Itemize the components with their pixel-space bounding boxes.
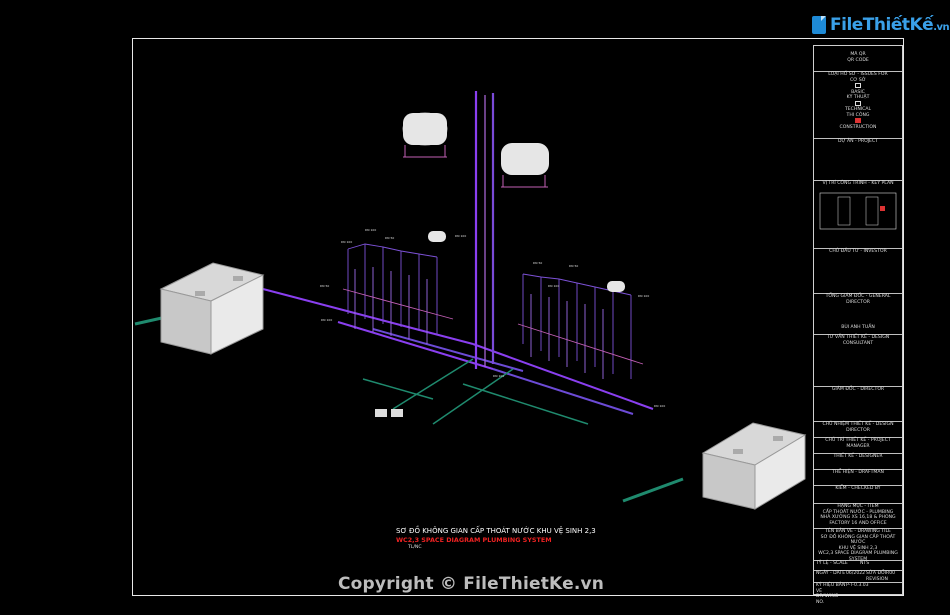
consultant-cell: TƯ VẤN THIẾT KẾ - DESIGN CONSULTANT [814,334,902,387]
drawing-title-vn: SƠ ĐỒ KHÔNG GIAN CẤP THOÁT NƯỚC KHU VỆ S… [396,527,596,535]
designer-cell: THIẾT KẾ - DESIGNER [814,453,902,470]
key-plan-image [819,192,897,229]
person-name: BÙI ANH TUẤN [841,325,875,330]
project-label: DỰ ÁN - PROJECT [838,139,878,144]
cylinder-small-2 [607,281,625,292]
svg-text:DN 100: DN 100 [493,374,504,378]
category-label: HẠNG MỤC - ITEM CẤP THOÁT NƯỚC - PLUMBIN… [820,504,896,526]
svg-text:DN 100: DN 100 [455,234,466,238]
plumbing-diagram: DN 100 DN 50 DN 100 DN 100 DN 50 DN 100 DN … [134,91,807,510]
scale-label: TỶ LỆ - SCALE [816,561,848,566]
scale-value: NTS [860,561,870,566]
fixture-stacks-right [517,273,644,379]
svg-text:DN 100: DN 100 [548,284,559,288]
drawing-scale: TL/NC [408,545,422,550]
water-heater-1 [402,112,448,158]
svg-text:DN 100: DN 100 [365,228,376,232]
general-director-label: TỔNG GIÁM ĐỐC - GENERAL DIRECTOR [825,294,891,305]
file-icon [812,16,826,34]
design-director-cell: CHỦ NHIỆM THIẾT KẾ - DESIGN DIRECTOR [814,421,902,438]
svg-text:DN 50: DN 50 [385,236,394,240]
director-label: GIÁM ĐỐC - DIRECTOR [831,387,885,392]
filethietke-logo[interactable]: FileThiếtKế.vn [812,12,950,38]
general-director-cell: TỔNG GIÁM ĐỐC - GENERAL DIRECTOR BÙI ANH … [814,293,902,330]
title-block: MÃ QR QR CODE LOẠI HỒ SƠ - ISSUES FOR CƠ… [813,45,903,605]
drawing-title-en: WC2,3 SPACE DIAGRAM PLUMBING SYSTEM [396,536,552,544]
logo-text: FileThiếtKế [830,15,934,35]
design-director-label: CHỦ NHIỆM THIẾT KẾ - DESIGN DIRECTOR [822,422,894,433]
designer-label: THIẾT KẾ - DESIGNER [833,454,883,459]
cylinder-small-1 [428,231,446,242]
qr-label: MÃ QR QR CODE [847,52,869,63]
drawing-no-cell: KÝ HIỆU BẢN VẼ DRAWING NO.P-T-0.3.03 [814,582,902,605]
pipe-labels: DN 100 DN 50 DN 100 DN 100 DN 50 DN 100 DN … [320,228,665,408]
scale-cell: TỶ LỆ - SCALE NTS [814,560,902,571]
key-plan-cell: VỊ TRÍ CÔNG TRÌNH - KEY PLAN [814,180,902,249]
septic-tank-left [159,262,265,355]
date-value: 06/2022 [846,571,866,576]
date-cell: NGÀY - DATE06/2022SỬA ĐỔI REVISIONR00 [814,570,902,583]
septic-tank-right [701,422,807,510]
investor-cell: CHỦ ĐẦU TƯ - INVESTOR [814,248,902,294]
drawing-frame: DN 100 DN 50 DN 100 DN 100 DN 50 DN 100 DN … [132,38,904,596]
drawing-name-label: TÊN BẢN VẼ - DRAWING TILE SƠ ĐỒ KHÔNG GI… [818,529,898,562]
qr-cell: MÃ QR QR CODE [814,46,902,71]
svg-text:DN 100: DN 100 [341,240,352,244]
key-plan-label: VỊ TRÍ CÔNG TRÌNH - KEY PLAN [822,181,894,186]
svg-text:DN 50: DN 50 [320,284,329,288]
consultant-label: TƯ VẤN THIẾT KẾ - DESIGN CONSULTANT [826,335,890,346]
svg-text:DN 100: DN 100 [654,404,665,408]
svg-text:DN 50: DN 50 [533,261,542,265]
investor-label: CHỦ ĐẦU TƯ - INVESTOR [829,249,887,254]
project-manager-cell: CHỦ TRÌ THIẾT KẾ - PROJECT MANAGER [814,437,902,454]
project-manager-label: CHỦ TRÌ THIẾT KẾ - PROJECT MANAGER [825,438,891,449]
checked-cell: KIỂM - CHECKED BY [814,485,902,504]
svg-text:DN 50: DN 50 [569,264,578,268]
drafting-cell: THỂ HIỆN - DRAFTMAN [814,469,902,486]
checked-label: KIỂM - CHECKED BY [835,486,881,491]
copyright-watermark: Copyright © FileThietKe.vn [338,574,605,594]
drawing-name-cell: TÊN BẢN VẼ - DRAWING TILE SƠ ĐỒ KHÔNG GI… [814,528,902,562]
drawing-no-value: P-T-0.3.03 [846,583,869,588]
risers [474,91,495,369]
floor-drain-boxes [375,409,403,417]
issue-header: LOẠI HỒ SƠ - ISSUES FOR [828,72,888,77]
project-cell: DỰ ÁN - PROJECT [814,138,902,181]
main-drain-pipe [262,288,654,415]
director-cell: GIÁM ĐỐC - DIRECTOR [814,386,902,422]
drawing-no-label: KÝ HIỆU BẢN VẼ DRAWING NO. [816,583,846,605]
water-heater-2 [501,143,549,188]
revision-value: R00 [886,571,896,576]
category-cell: HẠNG MỤC - ITEM CẤP THOÁT NƯỚC - PLUMBIN… [814,503,902,529]
fixture-stacks-left [342,243,454,344]
drafting-label: THỂ HIỆN - DRAFTMAN [832,470,884,475]
date-label: NGÀY - DATE [816,571,846,576]
logo-suffix: .vn [933,22,950,33]
revision-label: SỬA ĐỔI REVISION [866,571,888,582]
svg-text:DN 100: DN 100 [638,294,649,298]
svg-text:DN 100: DN 100 [321,318,332,322]
